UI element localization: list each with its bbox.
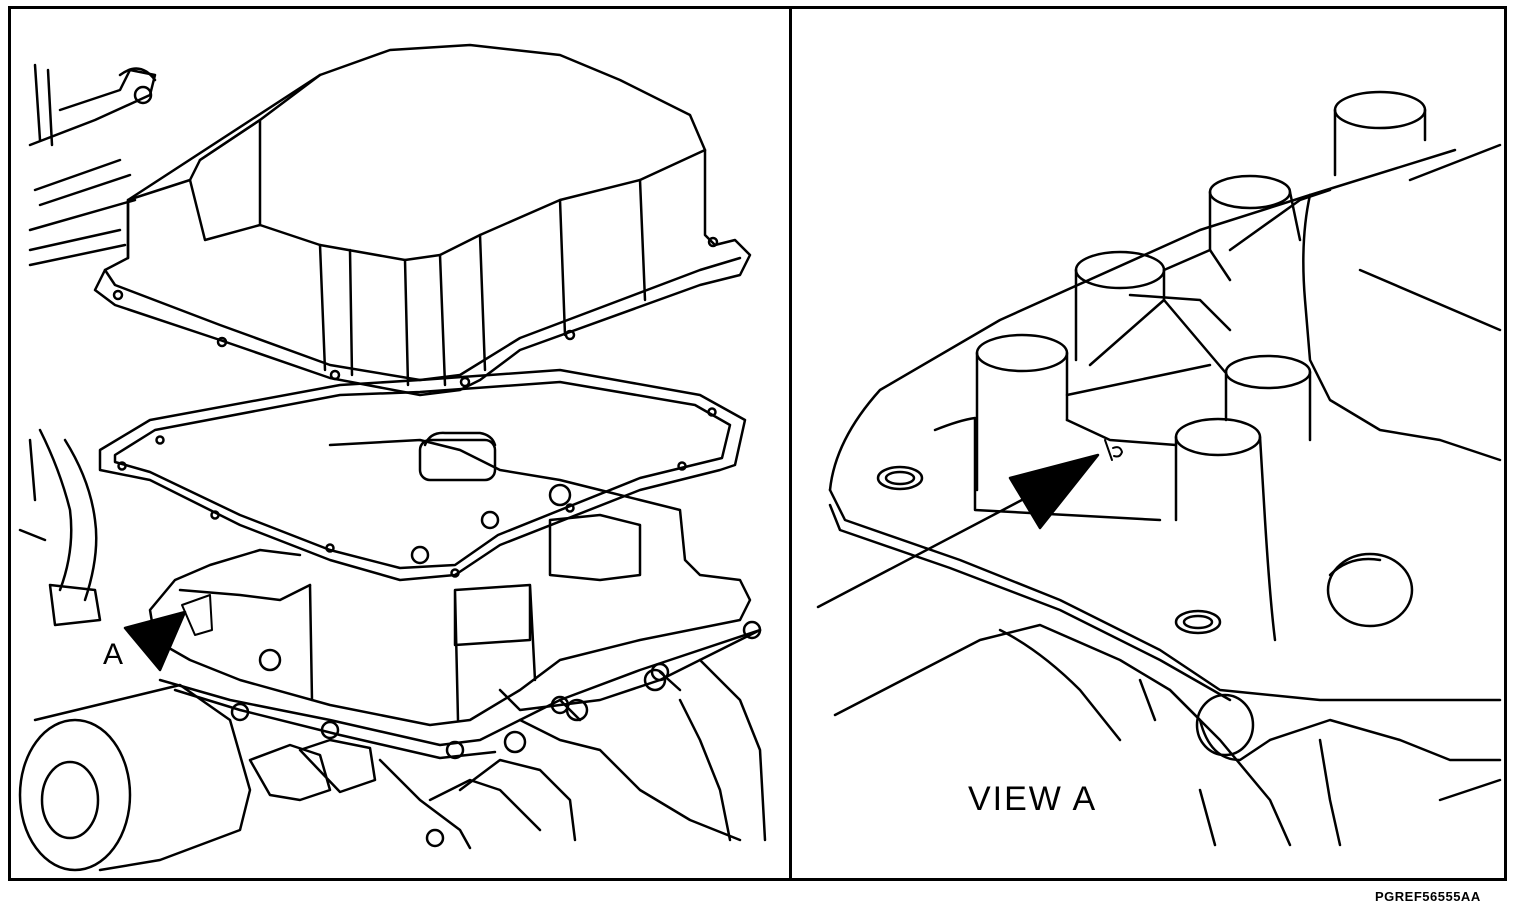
upper-left-engine-parts [28,63,157,267]
oil-pan-gasket [98,368,747,582]
upper-housing [1228,143,1502,462]
lower-components [18,658,767,872]
pointer-arrow-icon [123,594,213,672]
valve-pillars [975,90,1427,642]
figure-id: PGREF56555AA [1375,889,1481,904]
valve-body [148,431,752,727]
pointer-arrow-icon [816,439,1123,609]
separator-plate [828,193,1502,702]
hose [18,428,102,627]
view-title-label: VIEW A [968,780,1098,818]
lower-housing [833,623,1502,847]
view-marker-label: A [103,638,124,671]
